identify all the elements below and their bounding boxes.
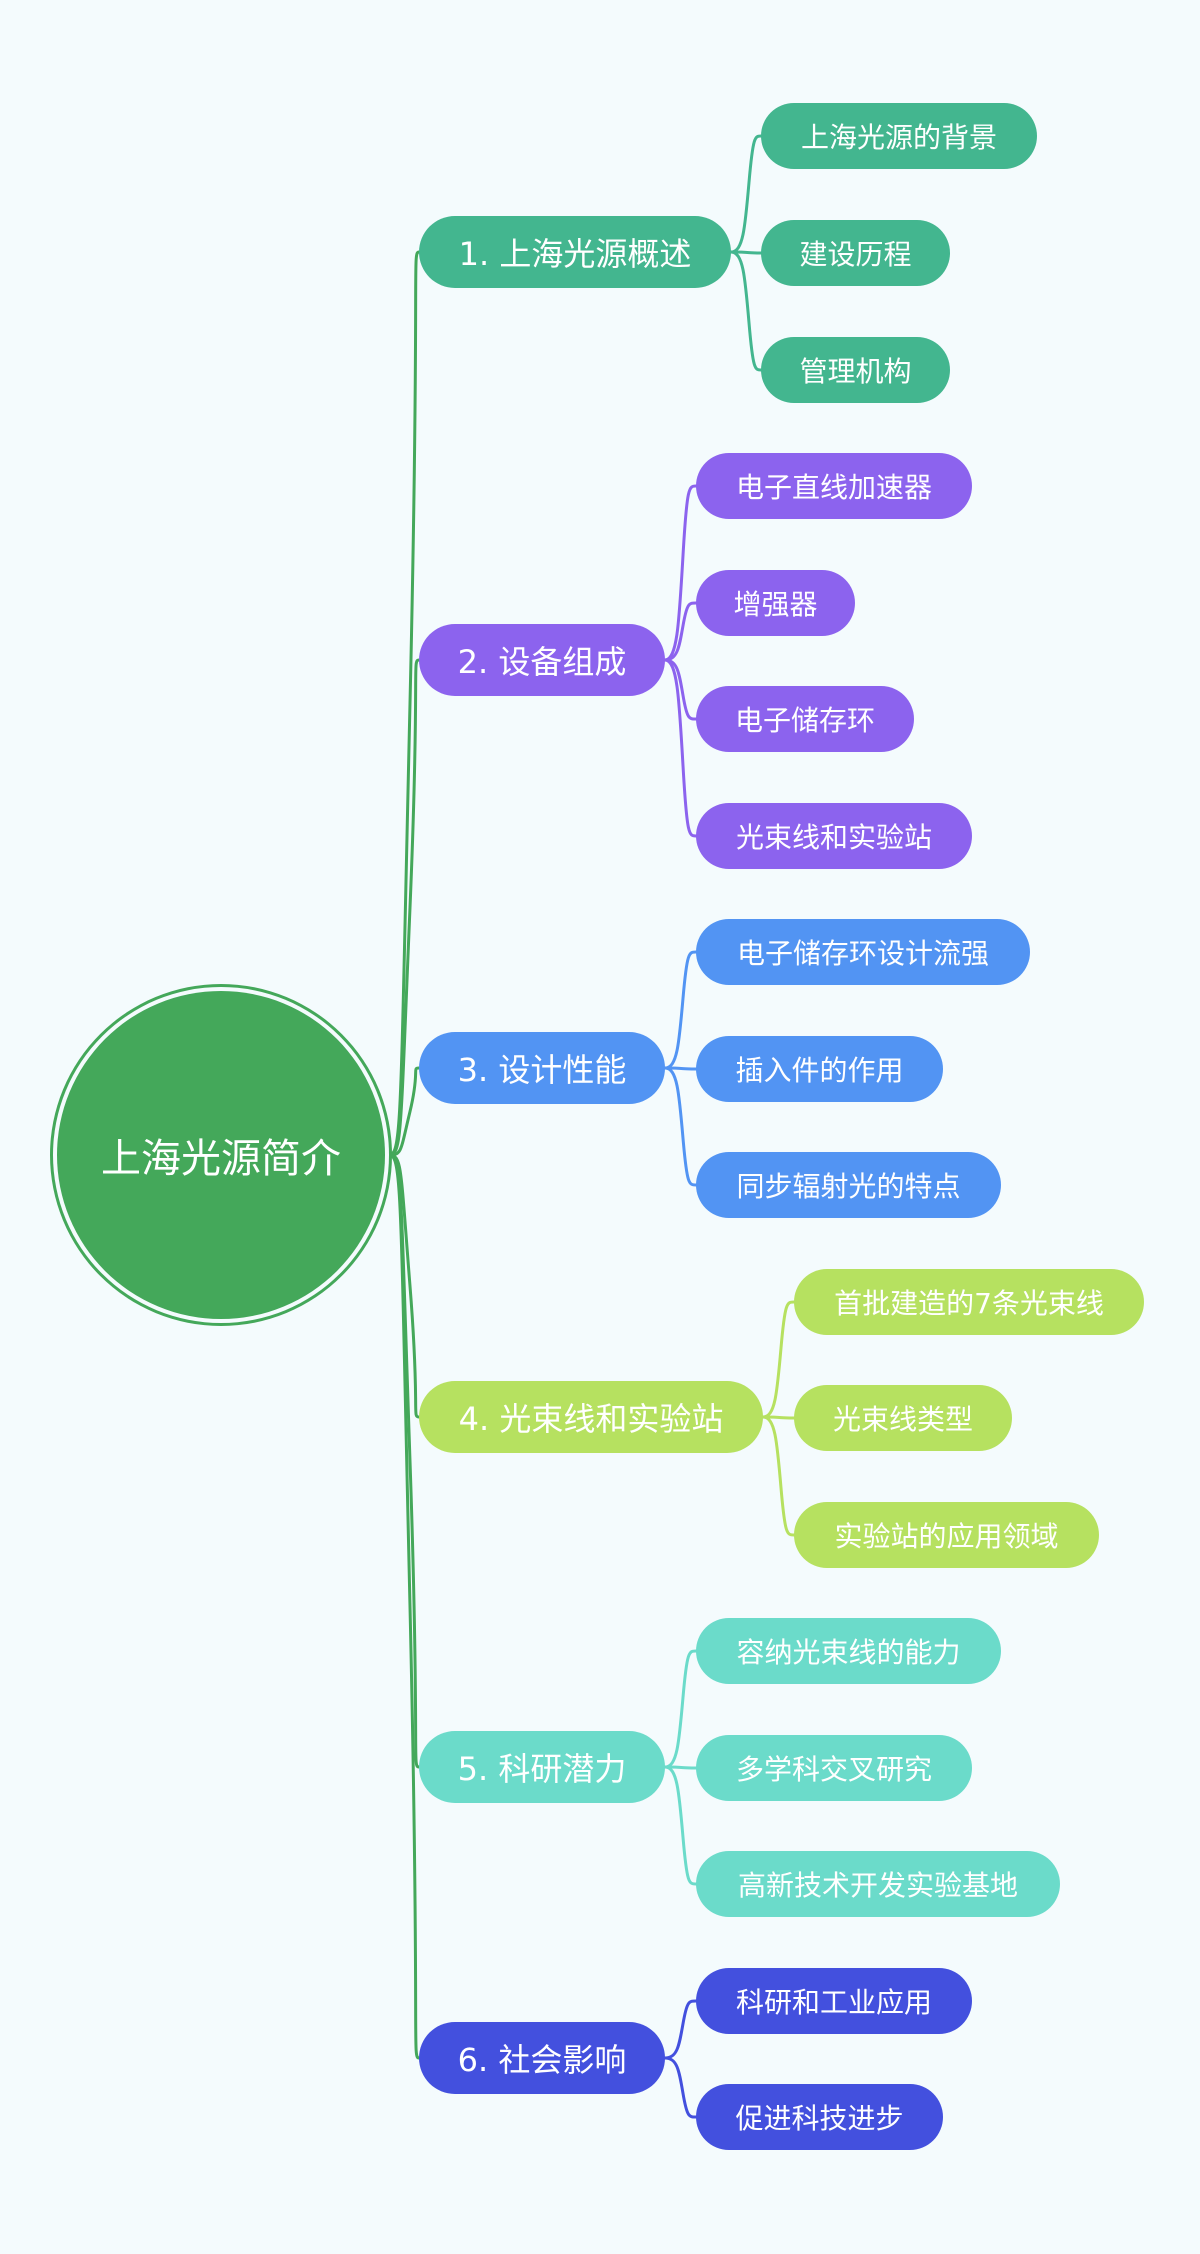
leaf-label: 光束线和实验站 [735, 821, 932, 854]
root-branch-connector [386, 1066, 421, 1157]
leaf-node[interactable]: 高新技术开发实验基地 [696, 1851, 1060, 1917]
leaf-label: 促进科技进步 [735, 2102, 904, 2135]
branch-node-research[interactable]: 5. 科研潜力 [419, 1731, 665, 1803]
leaf-label: 电子储存环设计流强 [736, 937, 989, 970]
leaf-node[interactable]: 电子直线加速器 [696, 453, 972, 519]
leaf-node[interactable]: 科研和工业应用 [696, 1968, 972, 2034]
branch-node-design[interactable]: 3. 设计性能 [419, 1032, 665, 1104]
leaf-node[interactable]: 增强器 [696, 570, 855, 636]
branch-leaf-connector [729, 134, 763, 254]
root-label: 上海光源简介 [101, 1136, 341, 1182]
leaf-label: 多学科交叉研究 [735, 1753, 932, 1786]
leaf-node[interactable]: 同步辐射光的特点 [696, 1152, 1001, 1218]
root-branch-connector [386, 1153, 421, 2060]
leaf-label: 上海光源的背景 [800, 121, 997, 154]
leaf-node[interactable]: 多学科交叉研究 [696, 1735, 972, 1801]
branch-leaf-connector [663, 1999, 698, 2060]
branch-leaf-connector [761, 1300, 796, 1419]
leaf-label: 建设历程 [799, 238, 912, 271]
leaf-node[interactable]: 首批建造的7条光束线 [794, 1269, 1144, 1335]
leaf-label: 同步辐射光的特点 [736, 1170, 961, 1203]
branch-leaf-connector [729, 250, 763, 372]
root-node: 上海光源简介 [57, 991, 385, 1319]
branch-leaf-connector [663, 1066, 698, 1187]
root-branch-connector [386, 658, 421, 1157]
leaf-label: 增强器 [733, 588, 818, 621]
leaf-node[interactable]: 建设历程 [761, 220, 950, 286]
branch-leaf-connector [663, 1066, 698, 1071]
branch-leaf-connector [663, 1649, 698, 1769]
branch-leaf-connector [761, 1415, 796, 1537]
leaf-node[interactable]: 容纳光束线的能力 [696, 1618, 1001, 1684]
leaf-node[interactable]: 光束线和实验站 [696, 803, 972, 869]
leaf-label: 高新技术开发实验基地 [737, 1869, 1018, 1902]
branch-leaf-connector [663, 950, 698, 1070]
branch-leaf-connector [663, 2056, 698, 2119]
branch-label: 1. 上海光源概述 [458, 235, 692, 273]
leaf-label: 首批建造的7条光束线 [834, 1287, 1104, 1320]
branch-leaf-connector [663, 658, 698, 721]
leaf-label: 光束线类型 [832, 1403, 973, 1436]
leaf-node[interactable]: 电子储存环设计流强 [696, 919, 1030, 985]
branch-leaf-connector [761, 1415, 796, 1420]
branch-node-overview[interactable]: 1. 上海光源概述 [419, 216, 731, 288]
leaf-label: 插入件的作用 [735, 1054, 904, 1087]
branch-leaf-connector [663, 658, 698, 838]
leaf-label: 电子储存环 [734, 704, 875, 737]
leaf-node[interactable]: 电子储存环 [696, 686, 914, 752]
branch-leaf-connector [663, 1765, 698, 1886]
leaf-label: 管理机构 [799, 355, 912, 388]
branch-label: 4. 光束线和实验站 [458, 1400, 724, 1438]
branch-label: 3. 设计性能 [457, 1051, 627, 1089]
leaf-label: 实验站的应用领域 [834, 1520, 1059, 1553]
root-branch-connector [386, 1153, 421, 1769]
branch-leaf-connector [729, 250, 763, 255]
branch-leaf-connector [663, 601, 698, 662]
leaf-node[interactable]: 上海光源的背景 [761, 103, 1037, 169]
branch-node-equipment[interactable]: 2. 设备组成 [419, 624, 665, 696]
leaf-label: 电子直线加速器 [735, 471, 932, 504]
root-branch-connector [386, 1153, 421, 1419]
leaf-node[interactable]: 管理机构 [761, 337, 950, 403]
branch-label: 5. 科研潜力 [457, 1750, 627, 1788]
leaf-node[interactable]: 实验站的应用领域 [794, 1502, 1099, 1568]
branch-node-impact[interactable]: 6. 社会影响 [419, 2022, 665, 2094]
branch-node-beamlines[interactable]: 4. 光束线和实验站 [419, 1381, 763, 1453]
leaf-label: 容纳光束线的能力 [736, 1636, 961, 1669]
branch-label: 2. 设备组成 [457, 643, 627, 681]
branch-leaf-connector [663, 484, 698, 662]
leaf-node[interactable]: 促进科技进步 [696, 2084, 943, 2150]
leaf-node[interactable]: 光束线类型 [794, 1385, 1012, 1451]
leaf-label: 科研和工业应用 [735, 1986, 932, 2019]
branch-label: 6. 社会影响 [457, 2041, 627, 2079]
leaf-node[interactable]: 插入件的作用 [696, 1036, 943, 1102]
branch-leaf-connector [663, 1765, 698, 1770]
